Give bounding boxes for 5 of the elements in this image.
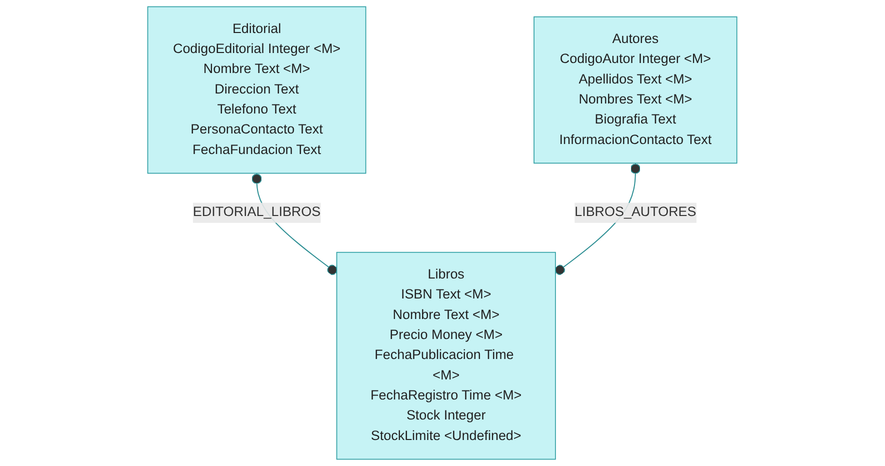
node-box: Editorial CodigoEditorial Integer <M> Nombre Text <M> Direccion Text Telefono Text PersonaContacto Text FechaFundacion Text xyxy=(148,6,366,174)
edge-label: EDITORIAL_LIBROS xyxy=(193,205,321,220)
node-box: Libros ISBN Text <M> Nombre Text <M> Precio Money <M> FechaPublicacion Time <M> FechaRegistro Time <M> Stock Integer StockLimite <Undefined> xyxy=(336,252,556,460)
node-box: Autores CodigoAutor Integer <M> Apellidos Text <M> Nombres Text <M> Biografia Text InformacionContacto Text xyxy=(534,16,738,164)
edge-label: LIBROS_AUTORES xyxy=(574,205,696,220)
